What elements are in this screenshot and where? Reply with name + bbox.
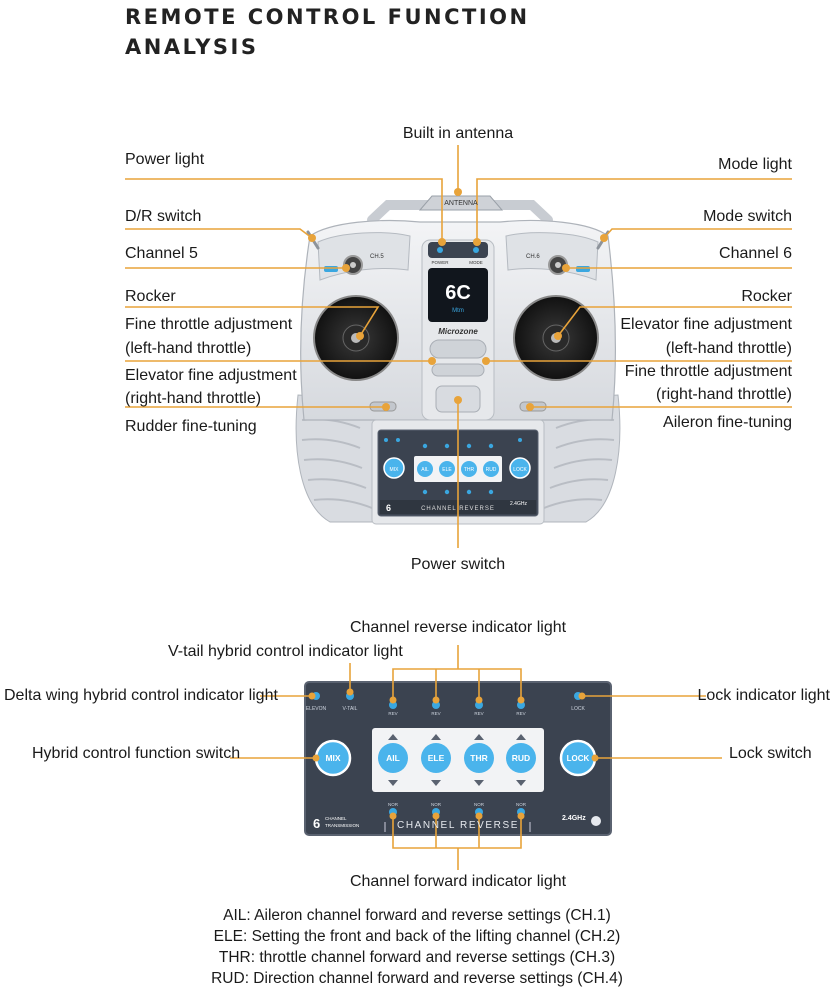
- mini-btn-lock: LOCK: [513, 467, 527, 473]
- panel-round-buttons: [314, 739, 597, 777]
- label-elevator-fine-left-1: Elevator fine adjustment: [125, 367, 297, 384]
- label-mode-light: Mode light: [718, 156, 792, 173]
- mode-btn-label: MODE: [469, 260, 483, 265]
- leader-dots-top: [308, 188, 608, 411]
- mini-btn-ail: AIL: [421, 467, 429, 473]
- label-channel-reverse-light: Channel reverse indicator light: [349, 619, 567, 636]
- led-label-lock: LOCK: [571, 706, 585, 712]
- label-dr-switch: D/R switch: [125, 208, 202, 225]
- label-forward-light: Channel forward indicator light: [349, 873, 567, 890]
- label-rudder-fine: Rudder fine-tuning: [125, 418, 257, 435]
- page-title-line2: ANALYSIS: [125, 35, 259, 59]
- btn-ail: AIL: [386, 753, 400, 763]
- led-label-rev-3: REV: [474, 711, 483, 716]
- label-elevator-fine-right-2: (left-hand throttle): [665, 340, 792, 357]
- label-vtail-light: V-tail hybrid control indicator light: [168, 643, 403, 660]
- label-hybrid-switch: Hybrid control function switch: [32, 745, 241, 762]
- label-rocker-left: Rocker: [125, 288, 176, 305]
- leader-lines-top: [125, 145, 792, 548]
- screen-text: 6C: [445, 282, 471, 304]
- label-aileron-fine: Aileron fine-tuning: [663, 414, 792, 431]
- mini-channel-num: 6: [386, 503, 391, 513]
- ch5-small-label: CH.5: [370, 254, 384, 260]
- led-label-vtail: V-TAIL: [343, 706, 358, 712]
- led-label-rev-2: REV: [431, 711, 440, 716]
- mini-btn-rud: RUD: [486, 467, 497, 473]
- panel-detail-graphic: [304, 681, 612, 836]
- mini-band: 2.4GHz: [510, 501, 527, 507]
- label-rocker-right: Rocker: [741, 288, 792, 305]
- ch6-small-label: CH.6: [526, 254, 540, 260]
- led-label-nor-4: NOR: [516, 802, 527, 807]
- led-label-rev-4: REV: [516, 711, 525, 716]
- footnote-ele: ELE: Setting the front and back of the l…: [213, 928, 621, 945]
- mini-footer: CHANNEL REVERSE: [421, 506, 495, 512]
- btn-ele: ELE: [428, 753, 445, 763]
- power-btn-label: POWER: [431, 260, 449, 265]
- led-label-nor-2: NOR: [431, 802, 442, 807]
- led-label-nor-1: NOR: [388, 802, 399, 807]
- label-fine-throttle-left-1: Fine throttle adjustment: [125, 316, 293, 333]
- footer-logo-icon: [591, 816, 601, 826]
- antenna-label: ANTENNA: [444, 200, 478, 207]
- brand-label: Microzone: [438, 327, 478, 336]
- footer-title: CHANNEL REVERSE: [397, 820, 519, 831]
- controller-text: ANTENNA 6C Mtm Microzone CH.5 CH.6 POWER…: [370, 200, 540, 513]
- led-label-elevon: ELEVON: [306, 706, 327, 712]
- label-channel6: Channel 6: [719, 245, 792, 262]
- panel-detail-text: ELEVON V-TAIL LOCK REV REV REV REV NOR N…: [306, 706, 601, 831]
- mini-btn-ele: ELE: [442, 467, 452, 473]
- footnote-ail: AIL: Aileron channel forward and reverse…: [223, 907, 611, 924]
- btn-rud: RUD: [512, 753, 530, 763]
- label-power-switch: Power switch: [410, 556, 506, 573]
- footer-channel-num: 6: [313, 816, 320, 831]
- footer-band: 2.4GHz: [562, 815, 586, 822]
- footer-channel-text2: TRANSMISSION: [325, 823, 359, 828]
- footnote-rud: RUD: Direction channel forward and rever…: [211, 970, 623, 987]
- footnote-thr: THR: throttle channel forward and revers…: [218, 949, 616, 966]
- led-label-rev-1: REV: [388, 711, 397, 716]
- mini-btn-thr: THR: [464, 467, 475, 473]
- label-elevator-fine-right-1: Elevator fine adjustment: [620, 316, 792, 333]
- footer-channel-text1: CHANNEL: [325, 816, 347, 821]
- led-label-nor-3: NOR: [474, 802, 485, 807]
- mini-btn-mix: MIX: [390, 467, 400, 473]
- label-fine-throttle-right-2: (right-hand throttle): [655, 386, 792, 403]
- label-built-in-antenna: Built in antenna: [402, 125, 514, 142]
- btn-lock: LOCK: [567, 754, 590, 763]
- label-fine-throttle-right-1: Fine throttle adjustment: [624, 363, 792, 380]
- leader-dots-bottom: [308, 688, 599, 820]
- label-channel5: Channel 5: [125, 245, 198, 262]
- page-title-line1: REMOTE CONTROL FUNCTION: [125, 5, 530, 29]
- label-elevator-fine-left-2: (right-hand throttle): [125, 390, 262, 407]
- label-power-light: Power light: [125, 151, 205, 168]
- footnotes: AIL: Aileron channel forward and reverse…: [0, 905, 834, 989]
- btn-mix: MIX: [325, 753, 340, 763]
- screen-sub: Mtm: [452, 308, 464, 314]
- btn-thr: THR: [470, 753, 487, 763]
- label-lock-switch: Lock switch: [729, 745, 812, 762]
- label-fine-throttle-left-2: (left-hand throttle): [125, 340, 252, 357]
- label-mode-switch: Mode switch: [703, 208, 792, 225]
- label-delta-light: Delta wing hybrid control indicator ligh…: [4, 687, 278, 704]
- leader-lines-bottom: [230, 645, 722, 870]
- label-lock-light: Lock indicator light: [697, 687, 830, 704]
